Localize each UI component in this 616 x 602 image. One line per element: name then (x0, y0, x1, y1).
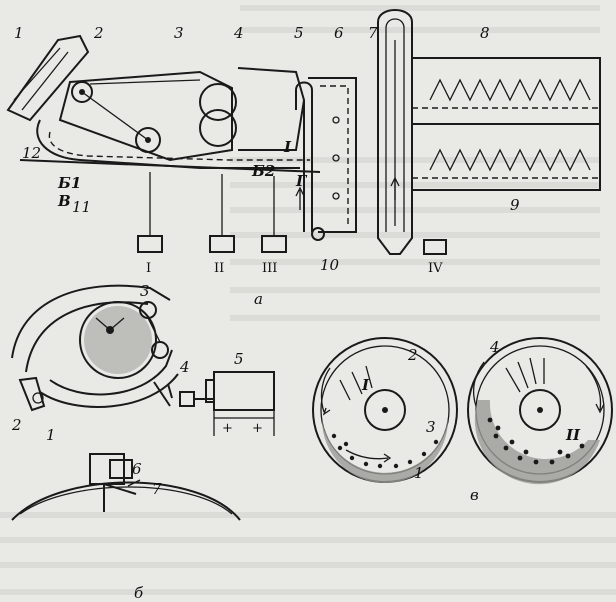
label-v-4: 4 (489, 338, 500, 356)
label-a-8: 8 (480, 24, 490, 42)
label-a-3: 3 (174, 24, 184, 42)
zone-a-b2: Б2 (251, 162, 275, 180)
label-a-4: 4 (233, 24, 244, 42)
labels-v: 1 2 3 4 I II в (361, 338, 581, 504)
label-b-6: 6 (132, 460, 142, 478)
label-b-2: 2 (11, 416, 22, 434)
svg-text:+: + (222, 421, 233, 436)
schematic-a (6, 9, 601, 255)
label-b-7: 7 (152, 480, 162, 498)
label-a-9: 9 (510, 196, 520, 214)
part-label-a: а (254, 290, 263, 308)
label-b-4: 4 (179, 358, 190, 376)
label-a-12: 12 (22, 144, 41, 162)
zone-v-ii: II (565, 426, 581, 444)
bin-a-2: II (214, 261, 224, 276)
zone-a-v: В (57, 192, 71, 210)
bin-a-1: I (146, 261, 151, 276)
label-a-6: 6 (334, 24, 344, 42)
zone-a-g: Г (295, 172, 308, 190)
label-b-3: 3 (140, 282, 150, 300)
bin-a-3: III (262, 261, 277, 276)
svg-text:+: + (252, 421, 263, 436)
label-a-1: 1 (14, 24, 24, 42)
zone-a-b1: Б1 (57, 174, 81, 192)
zone-v-i: I (361, 376, 370, 394)
label-a-11: 11 (72, 198, 91, 216)
label-v-3: 3 (426, 418, 436, 436)
part-label-v: в (470, 486, 479, 504)
label-a-2: 2 (93, 24, 104, 42)
label-a-10: 10 (320, 256, 340, 274)
label-b-5: 5 (234, 350, 244, 368)
schematic-b: + + (11, 284, 275, 521)
label-a-7: 7 (368, 24, 378, 42)
labels-a: 1 2 3 4 5 6 7 8 9 10 11 12 Б1 В Б2 Г I I… (14, 24, 520, 308)
schematic-v (312, 337, 613, 485)
label-b-1: 1 (46, 426, 56, 444)
bin-a-4: IV (428, 261, 443, 276)
label-v-2: 2 (407, 346, 418, 364)
labels-b: 1 2 3 4 5 6 7 б (11, 282, 244, 602)
label-a-5: 5 (294, 24, 304, 42)
label-v-1: 1 (414, 464, 424, 482)
zone-a-i: I (283, 138, 292, 156)
part-label-b: б (134, 584, 144, 602)
